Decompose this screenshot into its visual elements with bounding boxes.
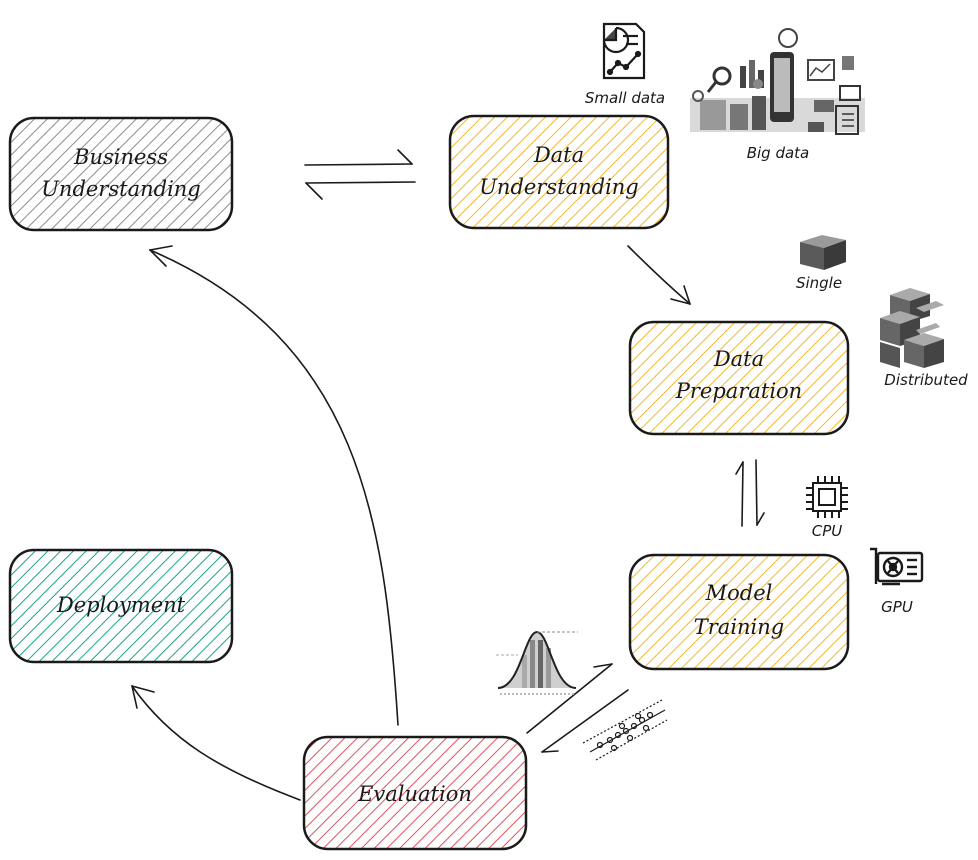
gpu-card-icon (870, 547, 924, 586)
business-understanding-label-2: Understanding (41, 177, 201, 201)
arrow-evaluation-to-business (149, 245, 399, 726)
model-training-label-2: Training (694, 615, 785, 639)
data-understanding-box[interactable]: Data Understanding (448, 114, 670, 230)
arrow-business-to-data (304, 149, 413, 166)
bell-curve-icon (496, 630, 578, 695)
business-understanding-label-1: Business (73, 145, 168, 169)
arrow-data-understanding-to-preparation (627, 245, 691, 305)
evaluation-box[interactable]: Evaluation (302, 735, 528, 851)
arrow-preparation-to-training (735, 461, 744, 527)
gpu-label: GPU (881, 598, 913, 616)
big-data-label: Big data (747, 144, 810, 162)
distributed-label: Distributed (884, 371, 968, 389)
arrow-data-to-business (305, 181, 416, 200)
arrow-evaluation-to-training (526, 663, 613, 734)
arrow-evaluation-to-deployment (131, 685, 301, 801)
cpu-label: CPU (812, 522, 843, 540)
cpu-chip-icon (806, 476, 848, 518)
model-training-box[interactable]: Model Training (628, 553, 850, 671)
data-understanding-label-2: Understanding (479, 175, 639, 199)
deployment-label: Deployment (56, 593, 186, 617)
data-collage-icon (690, 28, 865, 135)
evaluation-label: Evaluation (357, 782, 472, 806)
small-data-label: Small data (585, 89, 665, 107)
single-box-icon (800, 235, 846, 270)
single-label: Single (796, 274, 842, 292)
data-understanding-label-1: Data (533, 143, 584, 167)
model-training-label-1: Model (705, 581, 773, 605)
deployment-box[interactable]: Deployment (8, 548, 234, 664)
report-chart-icon (602, 22, 646, 80)
arrow-training-to-preparation (755, 459, 765, 526)
scatter-band-icon (582, 699, 668, 761)
data-preparation-label-1: Data (713, 347, 764, 371)
data-preparation-label-2: Preparation (675, 379, 802, 403)
business-understanding-box[interactable]: Business Understanding (8, 116, 234, 232)
box-stack-icon (880, 288, 944, 368)
data-preparation-box[interactable]: Data Preparation (628, 320, 850, 436)
arrow-training-to-evaluation (541, 689, 629, 753)
